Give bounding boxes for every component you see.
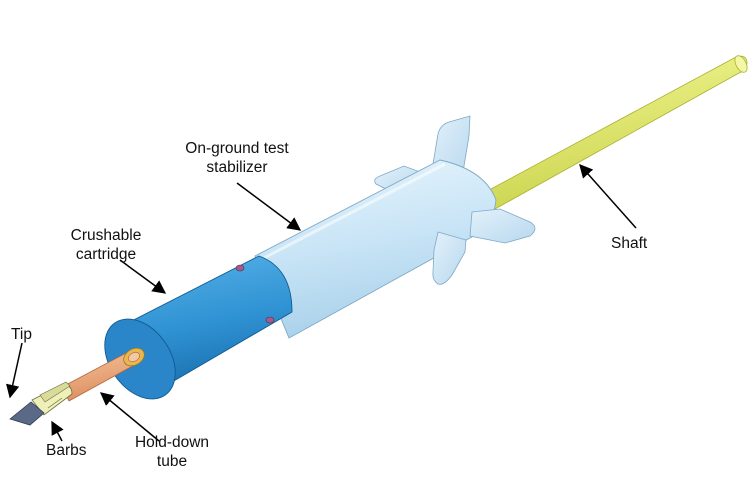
hold-down-tube-label-line2: tube [156, 453, 188, 470]
shaft-label: Shaft [611, 235, 648, 252]
tip-arrow [6, 342, 23, 399]
crushable-cartridge-label-line2: cartridge [75, 246, 137, 263]
shaft-arrow [579, 163, 637, 229]
crushable-cartridge-label: Crushable cartridge [60, 226, 152, 264]
stabilizer-arrow [236, 182, 302, 231]
barbs [31, 381, 73, 416]
stabilizer-label-line1: On-ground test [185, 140, 289, 157]
stabilizer-label-line2: stabilizer [206, 159, 268, 176]
stabilizer-fin-right [469, 208, 536, 244]
stabilizer-fin-bottom [432, 231, 467, 285]
barbs-arrow [51, 420, 64, 442]
hold-down-tube-label: Hold-down tube [130, 433, 214, 471]
crushable-cartridge-arrow [119, 259, 167, 294]
tip [9, 401, 45, 426]
crushable-cartridge [104, 255, 293, 400]
tip-label: Tip [11, 326, 32, 343]
crushable-cartridge-label-line1: Crushable [70, 227, 142, 244]
barbs-label: Barbs [46, 442, 87, 459]
stabilizer-label: On-ground test stabilizer [172, 139, 302, 177]
hold-down-tube-arrow [99, 392, 160, 442]
hold-down-tube-label-line1: Hold-down [134, 434, 210, 451]
shaft [477, 55, 748, 215]
